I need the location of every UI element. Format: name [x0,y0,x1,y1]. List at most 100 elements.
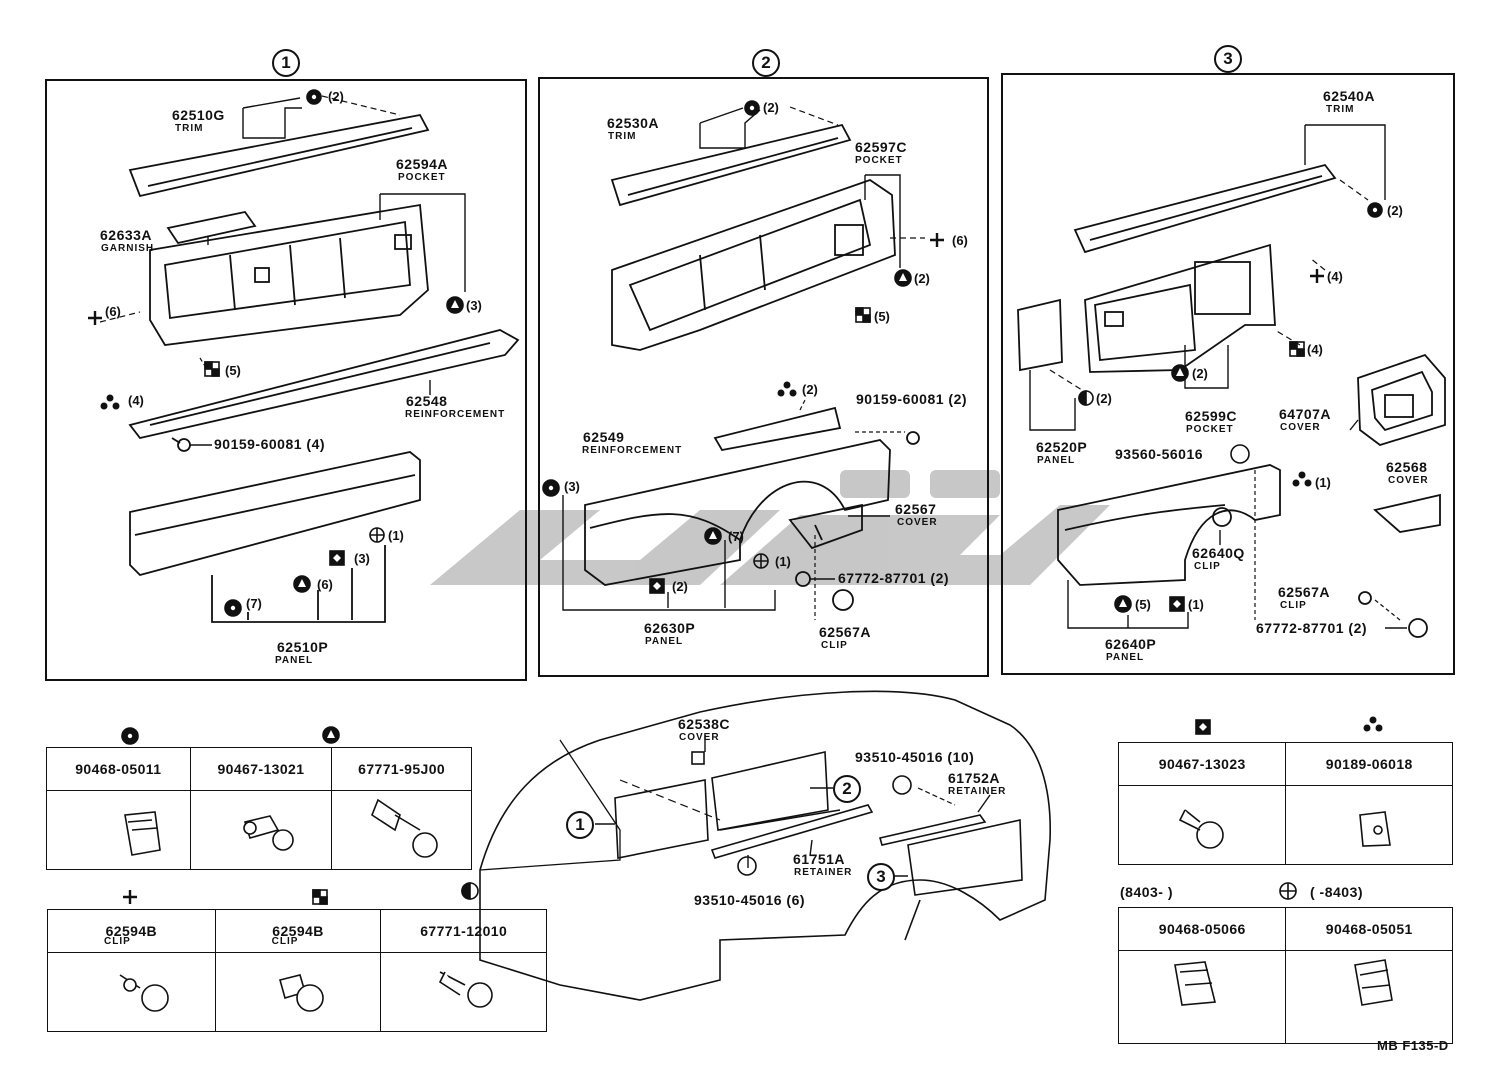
qty: (3) [564,479,580,494]
triangle-circle-icon [293,575,311,593]
part-number-cell: 67771-12010 [380,909,547,953]
vehicle-outline [479,690,1052,1001]
part-62633A: 62633A [100,227,153,243]
part-62520P: 62520P [1036,439,1088,455]
part-62549: 62549 [583,429,625,445]
section-2-marker: 2 [833,775,861,803]
qty: (4) [1327,269,1343,284]
label-clip: CLIP [104,936,131,947]
part-61751A: 61751A [793,851,846,867]
qty: (6) [105,304,121,319]
qty: (3) [354,551,370,566]
part-62630P: 62630P [644,620,696,636]
section-2-frame [538,77,989,677]
watermark-logo [430,470,1110,585]
clip-image-cell [1285,785,1453,865]
circle-dot-icon [224,599,242,617]
date-range-right: ( -8403) [1310,884,1364,900]
label-trim: TRIM [608,131,637,142]
part-62597C: 62597C [855,139,908,155]
qty: (2) [1387,203,1403,218]
label-reinforcement: REINFORCEMENT [405,409,506,420]
checker-square-icon [1289,341,1305,357]
part-67772-87701: 67772-87701 (2) [838,570,950,586]
qty: (2) [802,382,818,397]
label-cover: COVER [1280,422,1321,433]
label-pocket: POCKET [398,172,446,183]
label-clip: CLIP [1280,600,1307,611]
part-90159-60081: 90159-60081 (4) [214,436,326,452]
label-pocket: POCKET [1186,424,1234,435]
qty: (7) [728,529,744,544]
part-number: 62594B [272,923,324,939]
qty: (2) [763,100,779,115]
qty: (5) [225,363,241,378]
label-panel: PANEL [1037,455,1076,466]
part-90159-60081: 90159-60081 (2) [856,391,968,407]
checker-square-icon [855,307,871,323]
legend-table-2: 62594B CLIP 62594B CLIP 67771-12010 [47,909,547,1032]
section-1-marker: 1 [566,811,594,839]
plus-clip-icon [123,890,137,904]
part-62640P: 62640P [1105,636,1157,652]
triangle-circle-icon [446,296,464,314]
label-pocket: POCKET [855,155,903,166]
qty: (1) [775,554,791,569]
qty: (6) [317,577,333,592]
label-trim: TRIM [1326,104,1355,115]
qty: (5) [874,309,890,324]
three-dots-icon [100,394,120,410]
clip-image-cell [1285,950,1453,1044]
qty: (2) [672,579,688,594]
section-3-frame [1001,73,1455,675]
qty: (2) [1192,366,1208,381]
three-dots-icon [777,381,797,397]
part-62599C: 62599C [1185,408,1238,424]
part-62594A: 62594A [396,156,449,172]
part-number-cell: 90189-06018 [1285,742,1453,786]
part-62548: 62548 [406,393,448,409]
crossed-circle-icon [1279,882,1297,900]
half-circle-icon [1078,390,1094,406]
part-62540A: 62540A [1323,88,1376,104]
diamond-square-icon [649,578,665,594]
diagram-code: MB F135-D [1377,1038,1449,1053]
part-64707A: 64707A [1279,406,1332,422]
clip-image-cell [214,952,382,1032]
section-1-frame [45,79,527,681]
label-retainer: RETAINER [948,786,1007,797]
part-number-cell: 62594B CLIP [214,909,382,953]
part-number-cell: 90467-13023 [1117,742,1287,786]
part-93560-56016: 93560-56016 [1115,446,1204,462]
triangle-circle-icon [894,269,912,287]
clip-image-cell [189,790,333,870]
plus-clip-icon [88,311,102,325]
label-panel: PANEL [275,655,314,666]
half-circle-icon [461,882,479,900]
diamond-square-icon [1169,596,1185,612]
label-reinforcement: REINFORCEMENT [582,445,683,456]
qty: (3) [466,298,482,313]
part-62568: 62568 [1386,459,1428,475]
crossed-circle-icon [753,553,769,569]
label-cover: COVER [897,517,938,528]
part-62538C: 62538C [678,716,731,732]
legend-symbols [88,89,1383,905]
three-dots-icon [1292,471,1312,487]
triangle-circle-icon [1171,364,1189,382]
part-62510G: 62510G [172,107,225,123]
label-clip: CLIP [271,936,299,947]
legend-table-1: 90468-05011 90467-13021 67771-95J00 [46,747,472,870]
date-range-left: (8403- ) [1120,884,1174,900]
clip-image-cell [380,952,547,1032]
qty: (7) [246,596,262,611]
part-62567: 62567 [895,501,937,517]
part-62530A: 62530A [607,115,660,131]
qty: (2) [1096,391,1112,406]
qty: (2) [914,271,930,286]
qty: (4) [1307,342,1323,357]
checker-square-icon [204,361,220,377]
label-panel: PANEL [645,636,684,647]
part-number: 62594B [105,923,158,939]
triangle-circle-icon [322,726,340,744]
